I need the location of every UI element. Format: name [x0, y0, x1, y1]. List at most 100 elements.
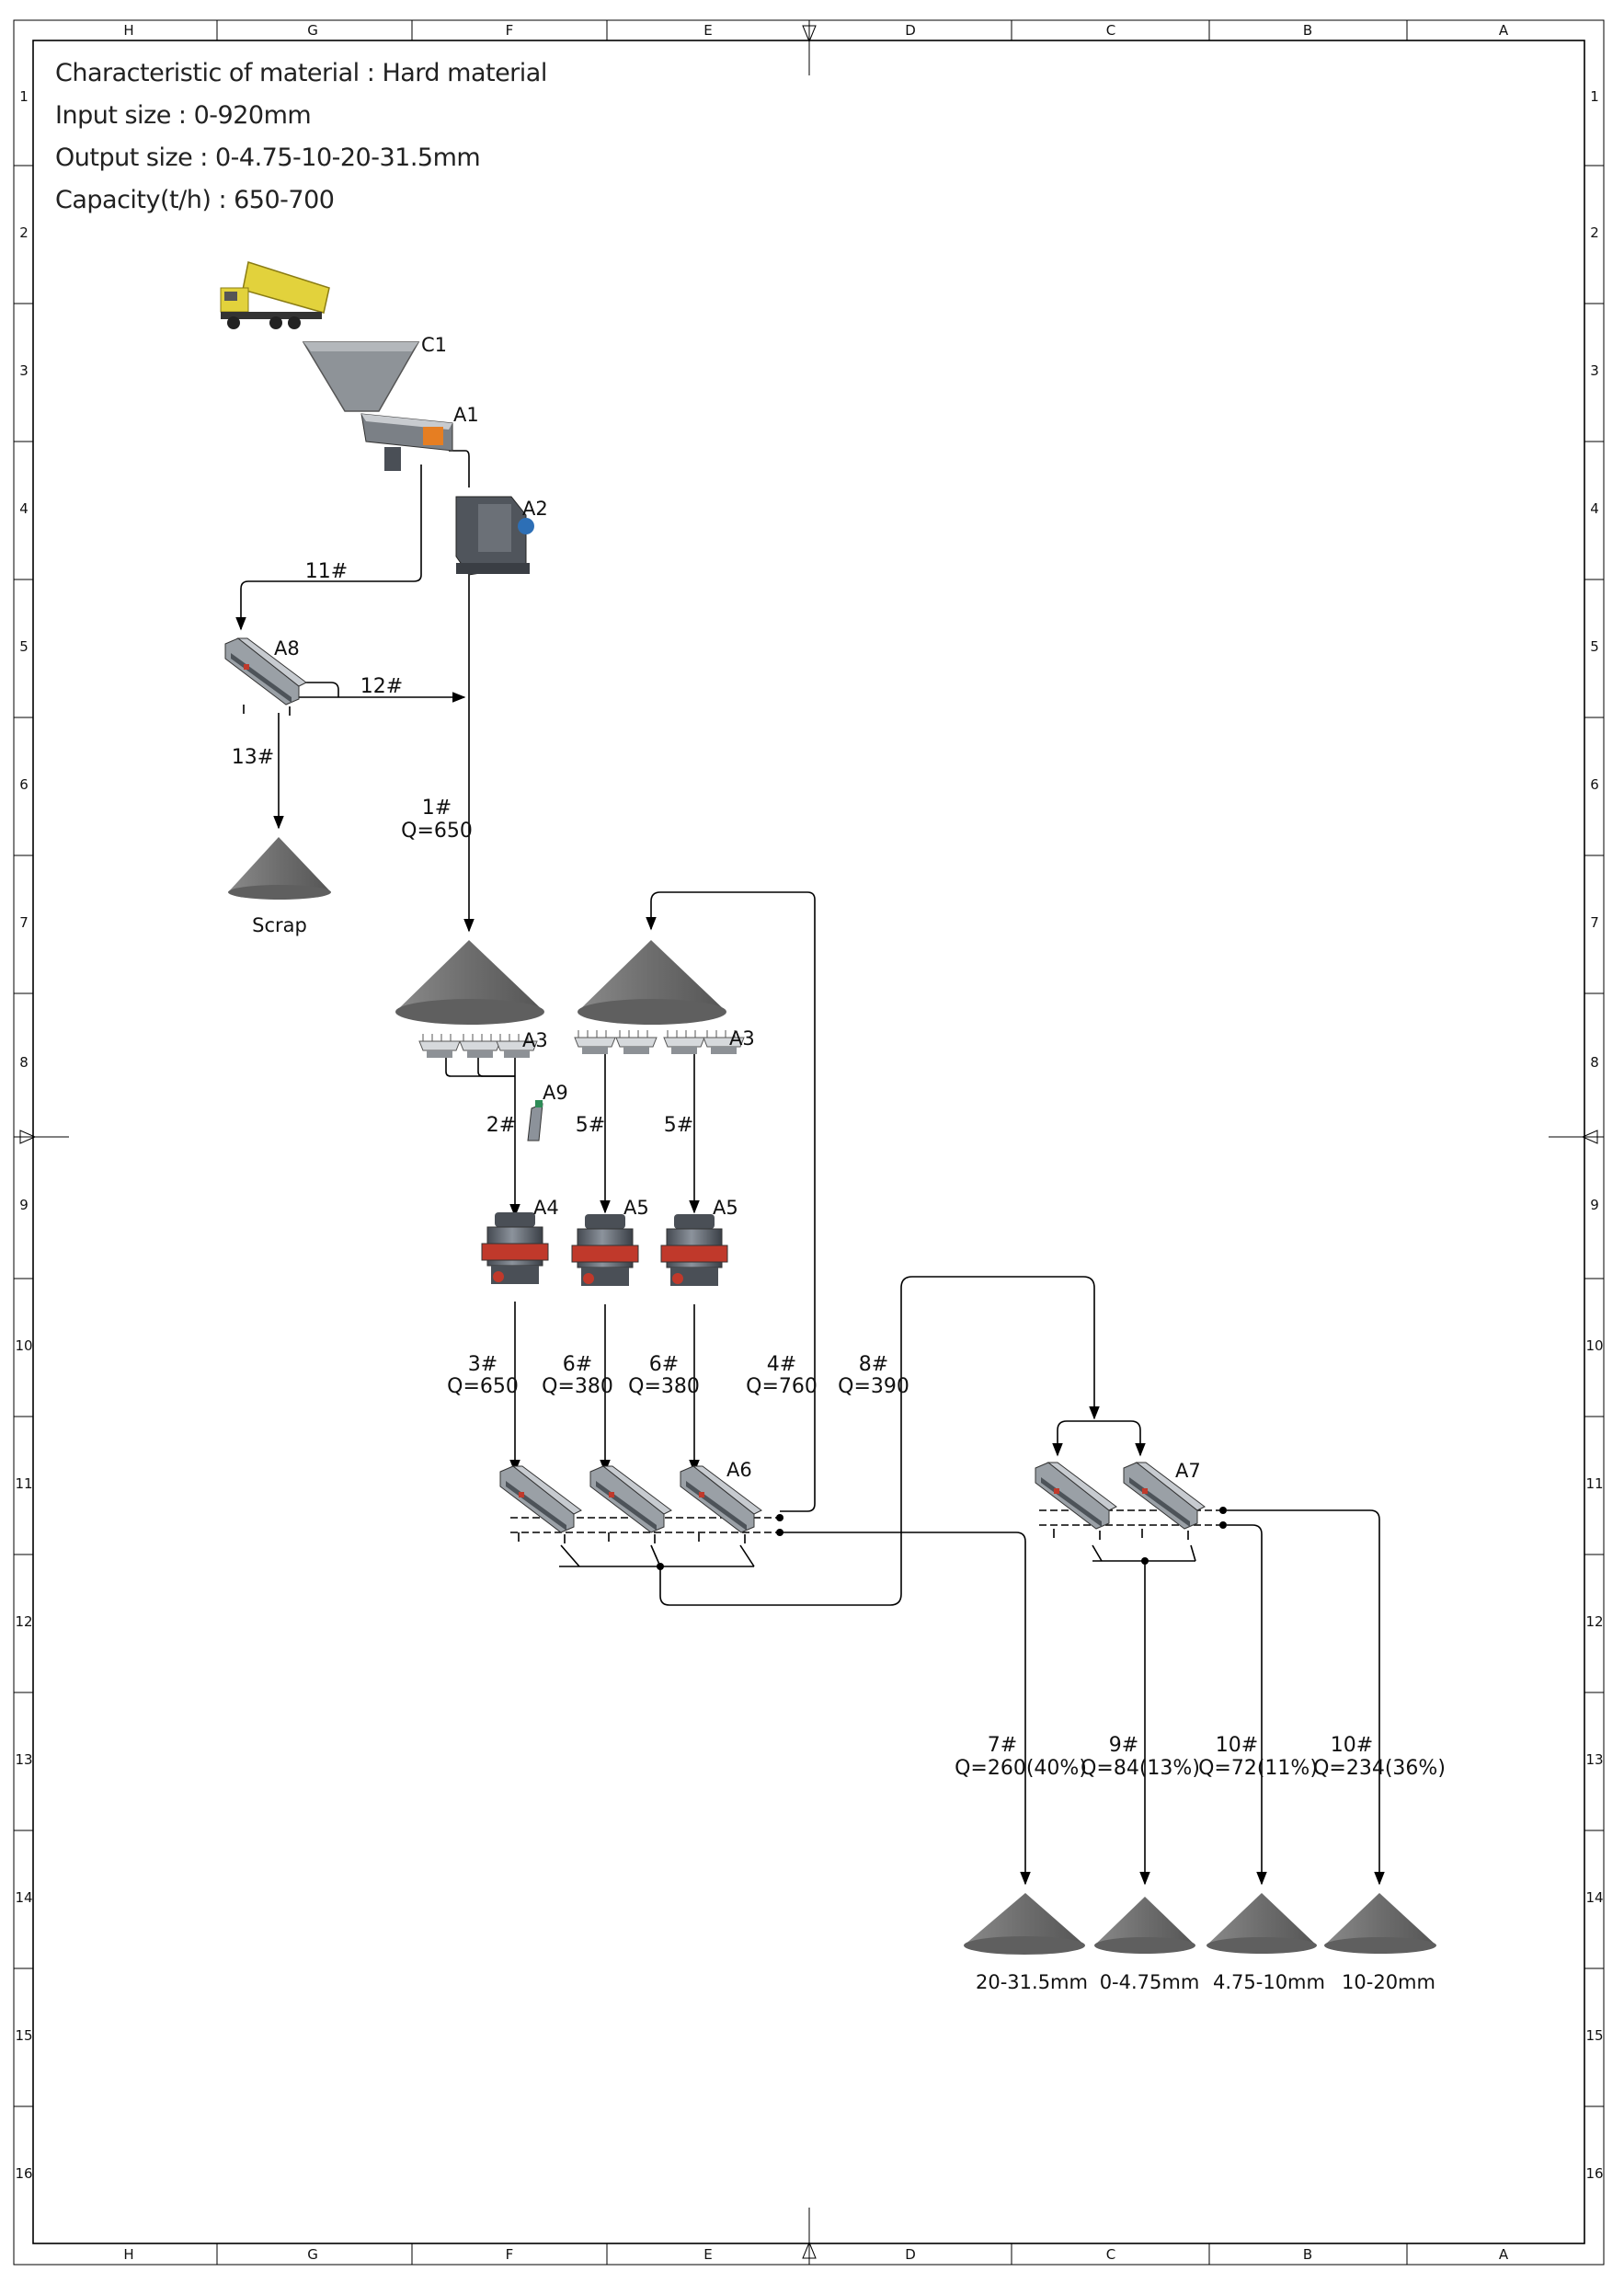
label-a4: A4 — [533, 1197, 559, 1219]
feeders-a3-left: A3 — [418, 1029, 548, 1059]
row-label-6-right: 6 — [1590, 776, 1599, 793]
row-label-16-right: 16 — [1585, 2165, 1603, 2182]
product-pile-0-4-75: 0-4.75mm — [1094, 1897, 1199, 1993]
flow-6-right: 6# — [649, 1353, 679, 1376]
row-label-9: 9 — [19, 1197, 29, 1213]
row-label-4: 4 — [19, 500, 29, 517]
col-label-f: F — [506, 22, 514, 39]
cone-crusher-a5-left: A5 — [571, 1197, 649, 1287]
stockpile-secondary — [578, 940, 726, 1025]
flow-10-right-q: Q=234(36%) — [1313, 1757, 1446, 1780]
col-label-f-bottom: F — [506, 2246, 514, 2263]
col-label-b: B — [1303, 22, 1312, 39]
col-label-e: E — [703, 22, 712, 39]
product-pile-20-31-5: 20-31.5mm — [964, 1893, 1088, 1993]
product-pile-10-20: 10-20mm — [1324, 1893, 1436, 1993]
row-label-1-right: 1 — [1590, 88, 1599, 105]
flow-10-left: 10# — [1216, 1734, 1258, 1757]
material-characteristic: Characteristic of material : Hard materi… — [55, 59, 547, 87]
row-label-11: 11 — [15, 1475, 32, 1492]
row-label-5-right: 5 — [1590, 638, 1599, 655]
output-size: Output size : 0-4.75-10-20-31.5mm — [55, 143, 481, 172]
row-label-15: 15 — [15, 2027, 32, 2044]
label-a5-right: A5 — [713, 1197, 738, 1219]
label-product-0-4-75: 0-4.75mm — [1100, 1971, 1200, 1993]
col-label-g-bottom: G — [307, 2246, 318, 2263]
dump-truck-icon — [220, 261, 330, 329]
row-label-14: 14 — [15, 1889, 32, 1906]
label-a8: A8 — [274, 637, 300, 660]
flow-10-left-q: Q=72(11%) — [1198, 1757, 1318, 1780]
flow-7: 7# — [988, 1734, 1017, 1757]
label-a6: A6 — [726, 1459, 752, 1481]
label-product-20-31-5: 20-31.5mm — [976, 1971, 1088, 1993]
flow-4: 4# — [767, 1353, 796, 1376]
label-a3-left: A3 — [522, 1029, 548, 1051]
capacity: Capacity(t/h) : 650-700 — [55, 186, 335, 214]
flow-labels: 11# 12# 13# 1# Q=650 2# 5# 5# 3# Q=650 6… — [232, 560, 1446, 1780]
row-label-3-right: 3 — [1590, 362, 1599, 379]
flow-3-q: Q=650 — [447, 1375, 519, 1398]
label-a9: A9 — [543, 1082, 568, 1104]
col-label-b-bottom: B — [1303, 2246, 1312, 2263]
col-label-c-bottom: C — [1106, 2246, 1115, 2263]
row-label-7: 7 — [19, 914, 29, 931]
row-label-15-right: 15 — [1585, 2027, 1603, 2044]
flow-8-q: Q=390 — [838, 1375, 909, 1398]
row-label-13-right: 13 — [1585, 1751, 1603, 1768]
row-label-2-right: 2 — [1590, 224, 1599, 241]
row-label-7-right: 7 — [1590, 914, 1599, 931]
label-a7: A7 — [1175, 1460, 1201, 1482]
flow-2: 2# — [486, 1114, 516, 1137]
col-label-d-bottom: D — [905, 2246, 916, 2263]
hopper-c1: C1 — [302, 334, 447, 412]
label-scrap: Scrap — [252, 914, 307, 936]
label-a3-right: A3 — [729, 1027, 755, 1050]
row-label-2: 2 — [19, 224, 29, 241]
input-size: Input size : 0-920mm — [55, 101, 312, 130]
row-label-5: 5 — [19, 638, 29, 655]
cone-crusher-a5-right: A5 — [660, 1197, 738, 1287]
flow-13: 13# — [232, 746, 274, 769]
label-product-10-20: 10-20mm — [1342, 1971, 1435, 1993]
row-label-8-right: 8 — [1590, 1054, 1599, 1071]
col-label-a-bottom: A — [1499, 2246, 1509, 2263]
row-label-12: 12 — [15, 1613, 32, 1630]
row-label-11-right: 11 — [1585, 1475, 1603, 1492]
jaw-crusher-a2: A2 — [455, 496, 548, 576]
row-label-3: 3 — [19, 362, 29, 379]
row-label-9-right: 9 — [1590, 1197, 1599, 1213]
row-label-10-right: 10 — [1585, 1337, 1603, 1354]
flow-12: 12# — [360, 675, 403, 698]
scrap-pile: Scrap — [228, 837, 331, 936]
metal-detector-a9: A9 — [527, 1082, 568, 1142]
flow-lines — [235, 450, 1385, 1886]
flow-7-q: Q=260(40%) — [955, 1757, 1087, 1780]
label-a1: A1 — [453, 404, 479, 426]
row-label-16: 16 — [15, 2165, 32, 2182]
label-product-4-75-10: 4.75-10mm — [1213, 1971, 1325, 1993]
col-label-d: D — [905, 22, 916, 39]
label-a5-left: A5 — [623, 1197, 649, 1219]
screens-a7: A7 — [1035, 1460, 1206, 1541]
row-label-14-right: 14 — [1585, 1889, 1603, 1906]
flow-10-right: 10# — [1331, 1734, 1373, 1757]
label-c1: C1 — [421, 334, 447, 356]
row-label-8: 8 — [19, 1054, 29, 1071]
flow-5-left: 5# — [576, 1114, 605, 1137]
row-label-1: 1 — [19, 88, 29, 105]
flow-6-left-q: Q=380 — [542, 1375, 613, 1398]
flow-4-q: Q=760 — [746, 1375, 818, 1398]
row-label-6: 6 — [19, 776, 29, 793]
flow-6-left: 6# — [563, 1353, 592, 1376]
stockpile-primary — [395, 940, 544, 1025]
cone-crusher-a4: A4 — [481, 1197, 559, 1285]
label-a2: A2 — [522, 498, 548, 520]
col-label-h-bottom: H — [123, 2246, 133, 2263]
col-label-h: H — [123, 22, 133, 39]
flow-3: 3# — [468, 1353, 497, 1376]
product-pile-4-75-10: 4.75-10mm — [1207, 1893, 1325, 1993]
flow-1-q: Q=650 — [401, 820, 473, 843]
screen-a8: A8 — [224, 637, 307, 717]
